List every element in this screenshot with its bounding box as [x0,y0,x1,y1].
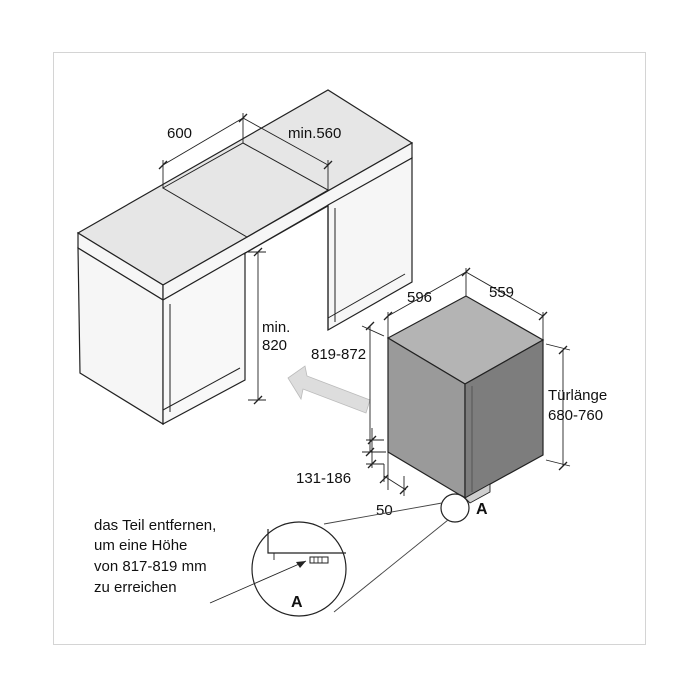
dim-appliance-depth [465,271,548,340]
detail-magnified-view [251,521,347,617]
note-line-1: das Teil entfernen, [94,517,216,534]
detail-marker-circle [440,493,470,523]
detail-marker-label: A [476,501,488,518]
dishwasher-door [464,338,544,500]
detail-view-label: A [291,594,303,611]
label-door-length-line2: 680-760 [548,407,603,424]
label-niche-height-line2: 820 [262,337,287,354]
label-plinth-height: 131-186 [296,470,351,487]
dishwasher [386,295,545,504]
dim-niche-depth [242,117,333,190]
label-door-length-line1: Türlänge [548,387,607,404]
kitchen-cabinet [76,89,414,426]
dim-door-length [545,343,571,471]
callout-line-bottom [333,519,449,613]
label-appliance-depth: 559 [489,284,514,301]
dim-plinth-depth [379,464,409,496]
note-line-2: um eine Höhe [94,537,187,554]
note-line-4: zu erreichen [94,579,177,596]
insertion-arrow [287,365,371,414]
note-leader-arrowhead [296,561,306,568]
dim-niche-height [248,247,266,405]
note-line-3: von 817-819 mm [94,558,207,575]
note-leader-line [209,560,307,604]
callout-line-top [323,502,443,525]
left-cabinet-side [162,251,246,426]
dim-plinth-height [366,428,384,469]
label-niche-depth: min.560 [288,125,341,142]
label-appliance-width: 596 [407,289,432,306]
label-appliance-height: 819-872 [311,346,366,363]
dim-appliance-height [361,321,386,457]
label-plinth-depth: 50 [376,502,393,519]
label-niche-height-line1: min. [262,319,290,336]
label-niche-width: 600 [167,125,192,142]
